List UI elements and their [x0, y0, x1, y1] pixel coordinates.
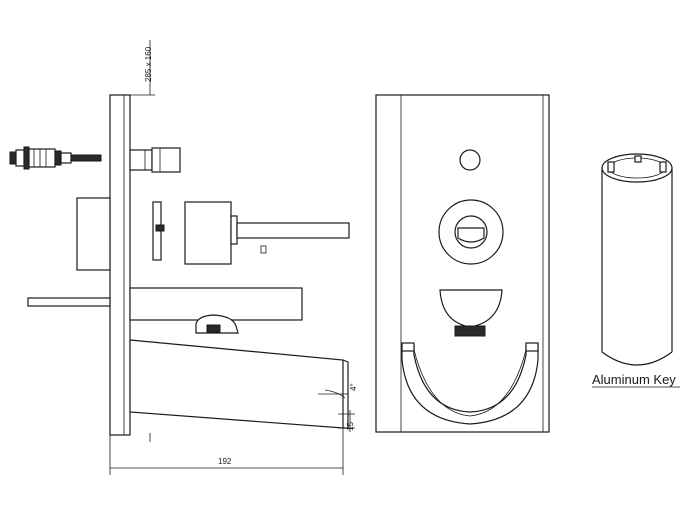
key-caption: Aluminum Key	[592, 372, 676, 387]
side-view: 285 x 160	[9, 40, 358, 475]
control-knob-lever	[457, 227, 485, 243]
handle-assembly	[184, 201, 350, 265]
width-dim-label: 192	[218, 457, 232, 466]
aluminum-key: Aluminum Key	[592, 153, 680, 388]
cartridge-icon	[9, 146, 102, 170]
rear-rod	[27, 297, 111, 307]
wall-plate	[109, 94, 131, 436]
height-dim-label: 15	[346, 422, 355, 431]
aerator-part	[195, 314, 239, 334]
front-plate	[375, 94, 550, 433]
key-notch-3	[659, 161, 667, 173]
spout-front-view	[401, 342, 539, 425]
key-bottom-edge	[601, 351, 673, 366]
angle-arc	[324, 389, 346, 399]
front-view	[375, 94, 550, 433]
aerator-front	[439, 289, 503, 337]
indicator-circle	[459, 149, 481, 171]
spout	[129, 339, 344, 429]
spacer-part	[152, 201, 165, 261]
key-notch-2	[634, 155, 642, 163]
cutout-dim-label: 285 x 160	[144, 46, 153, 82]
key-notch-1	[607, 161, 615, 173]
inlet-fitting	[129, 147, 181, 173]
valve-body	[76, 197, 111, 271]
angle-dim-label: 4°	[349, 383, 358, 391]
